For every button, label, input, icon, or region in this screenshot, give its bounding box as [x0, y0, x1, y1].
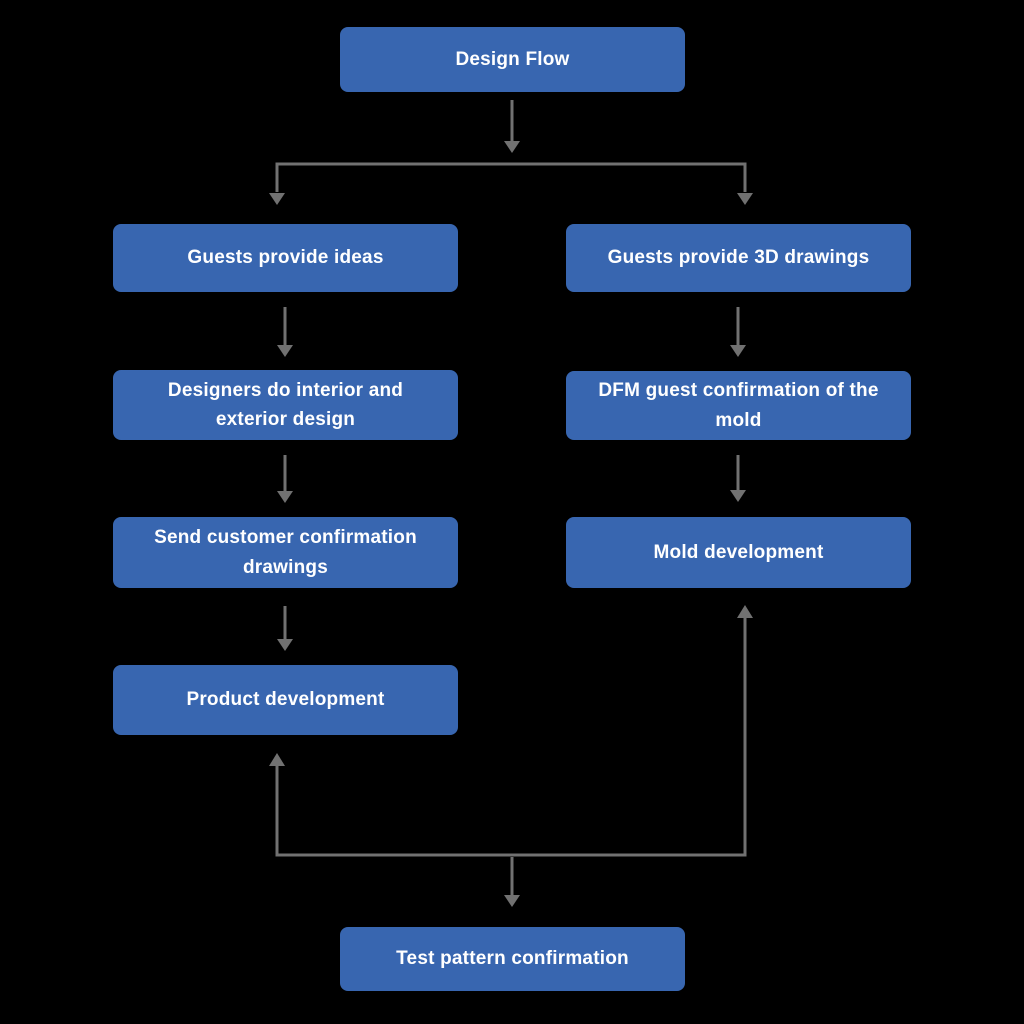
node-guests-provide-ideas: Guests provide ideas — [113, 224, 458, 292]
arrowhead-down-icon — [504, 141, 520, 153]
arrowhead-down-icon — [277, 345, 293, 357]
arrowhead-down-icon — [277, 491, 293, 503]
edge-designflow-split — [504, 100, 520, 153]
node-mold-development: Mold development — [566, 517, 911, 588]
node-label: Designers do interior and exterior desig… — [167, 379, 404, 430]
edge-ideas-designers — [277, 307, 293, 357]
node-label: Design Flow — [455, 48, 570, 70]
node-designers-interior-exterior: Designers do interior and exterior desig… — [113, 370, 458, 440]
edge-loop-testpattern — [504, 857, 520, 907]
arrowhead-up-icon — [737, 605, 753, 618]
node-label: Test pattern confirmation — [396, 948, 629, 970]
edge-designers-send — [277, 455, 293, 503]
node-product-development: Product development — [113, 665, 458, 735]
arrowhead-down-icon — [277, 639, 293, 651]
node-guests-provide-3d-drawings: Guests provide 3D drawings — [566, 224, 911, 292]
node-label: Product development — [186, 689, 385, 711]
arrowhead-down-icon — [737, 193, 753, 205]
arrowhead-down-icon — [730, 345, 746, 357]
node-label: Guests provide 3D drawings — [607, 247, 870, 269]
node-design-flow: Design Flow — [340, 27, 685, 92]
edge-send-product — [277, 606, 293, 651]
node-label: Mold development — [653, 541, 824, 563]
node-dfm-guest-confirmation: DFM guest confirmation of the mold — [566, 371, 911, 440]
node-label: Guests provide ideas — [187, 247, 384, 269]
edge-split-branches — [269, 162, 753, 205]
edge-3d-dfm — [730, 307, 746, 357]
arrowhead-up-icon — [269, 753, 285, 766]
node-label: DFM guest confirmation of the mold — [598, 380, 879, 431]
node-test-pattern-confirmation: Test pattern confirmation — [340, 927, 685, 991]
edge-dfm-mold — [730, 455, 746, 502]
edge-feedback-loop — [269, 605, 753, 857]
arrowhead-down-icon — [504, 895, 520, 907]
node-label: Send customer confirmation drawings — [154, 527, 417, 578]
arrowhead-down-icon — [269, 193, 285, 205]
arrowhead-down-icon — [730, 490, 746, 502]
node-send-customer-confirmation-drawings: Send customer confirmation drawings — [113, 517, 458, 588]
